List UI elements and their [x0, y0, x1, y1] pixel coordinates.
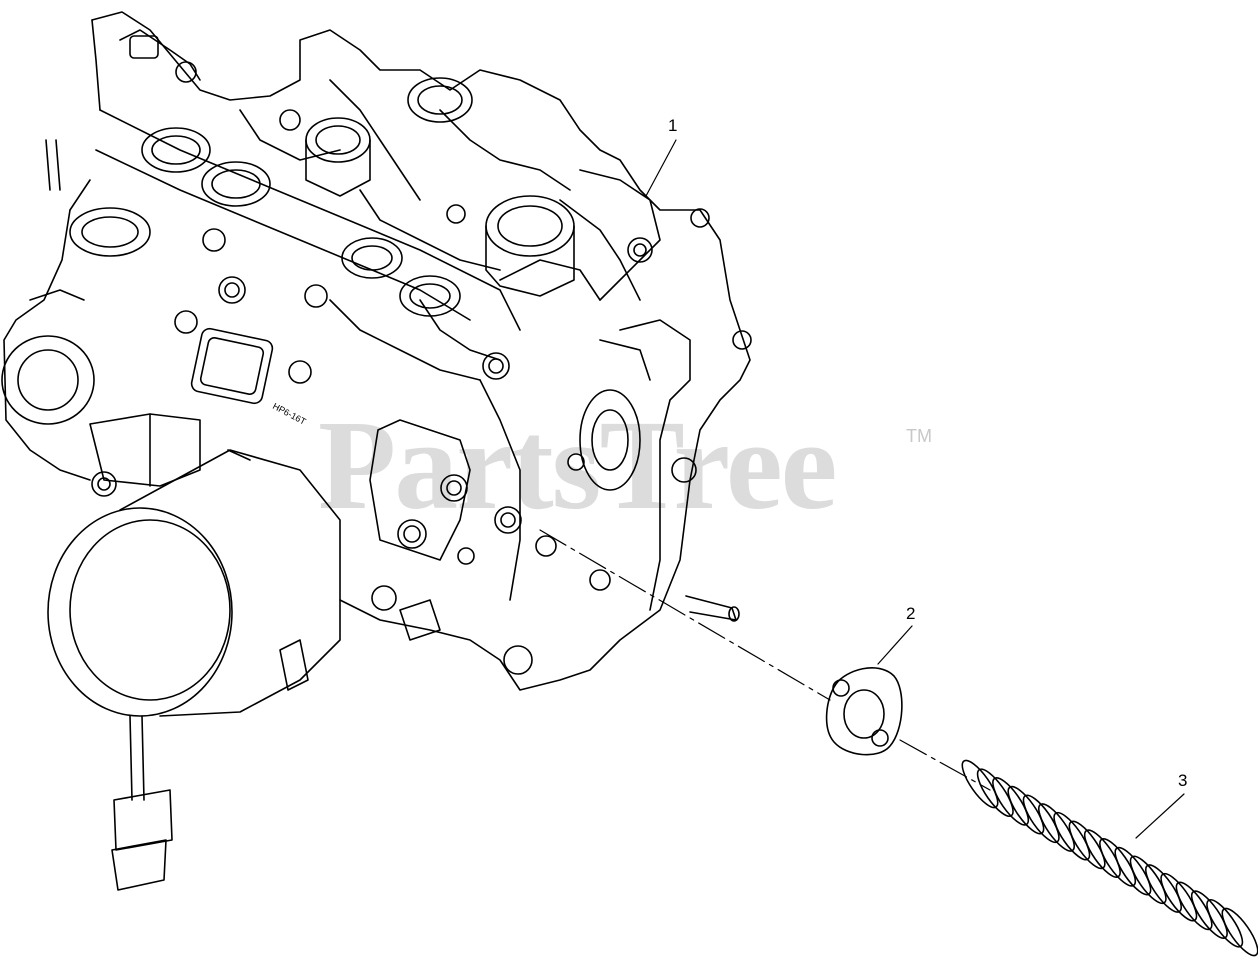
spring: [961, 759, 1258, 957]
oil-filter: [47, 449, 341, 717]
pump-assembly: HP6-16T: [1, 11, 752, 891]
spring-coil: [1221, 907, 1258, 957]
callout-number-3: 3: [1178, 771, 1188, 790]
gasket: [825, 667, 903, 756]
watermark-trademark: TM: [906, 426, 932, 446]
center-line-lower: [899, 739, 991, 791]
leader-line-2: [877, 625, 913, 665]
center-line-upper: [539, 529, 831, 701]
leader-line-3: [1135, 793, 1185, 839]
callout-number-1: 1: [668, 116, 678, 135]
leader-line-1: [645, 139, 677, 197]
callout-number-2: 2: [906, 604, 916, 623]
nameplate-model-text: HP6-16T: [271, 401, 308, 427]
watermark-logo: PartsTree: [318, 394, 837, 536]
